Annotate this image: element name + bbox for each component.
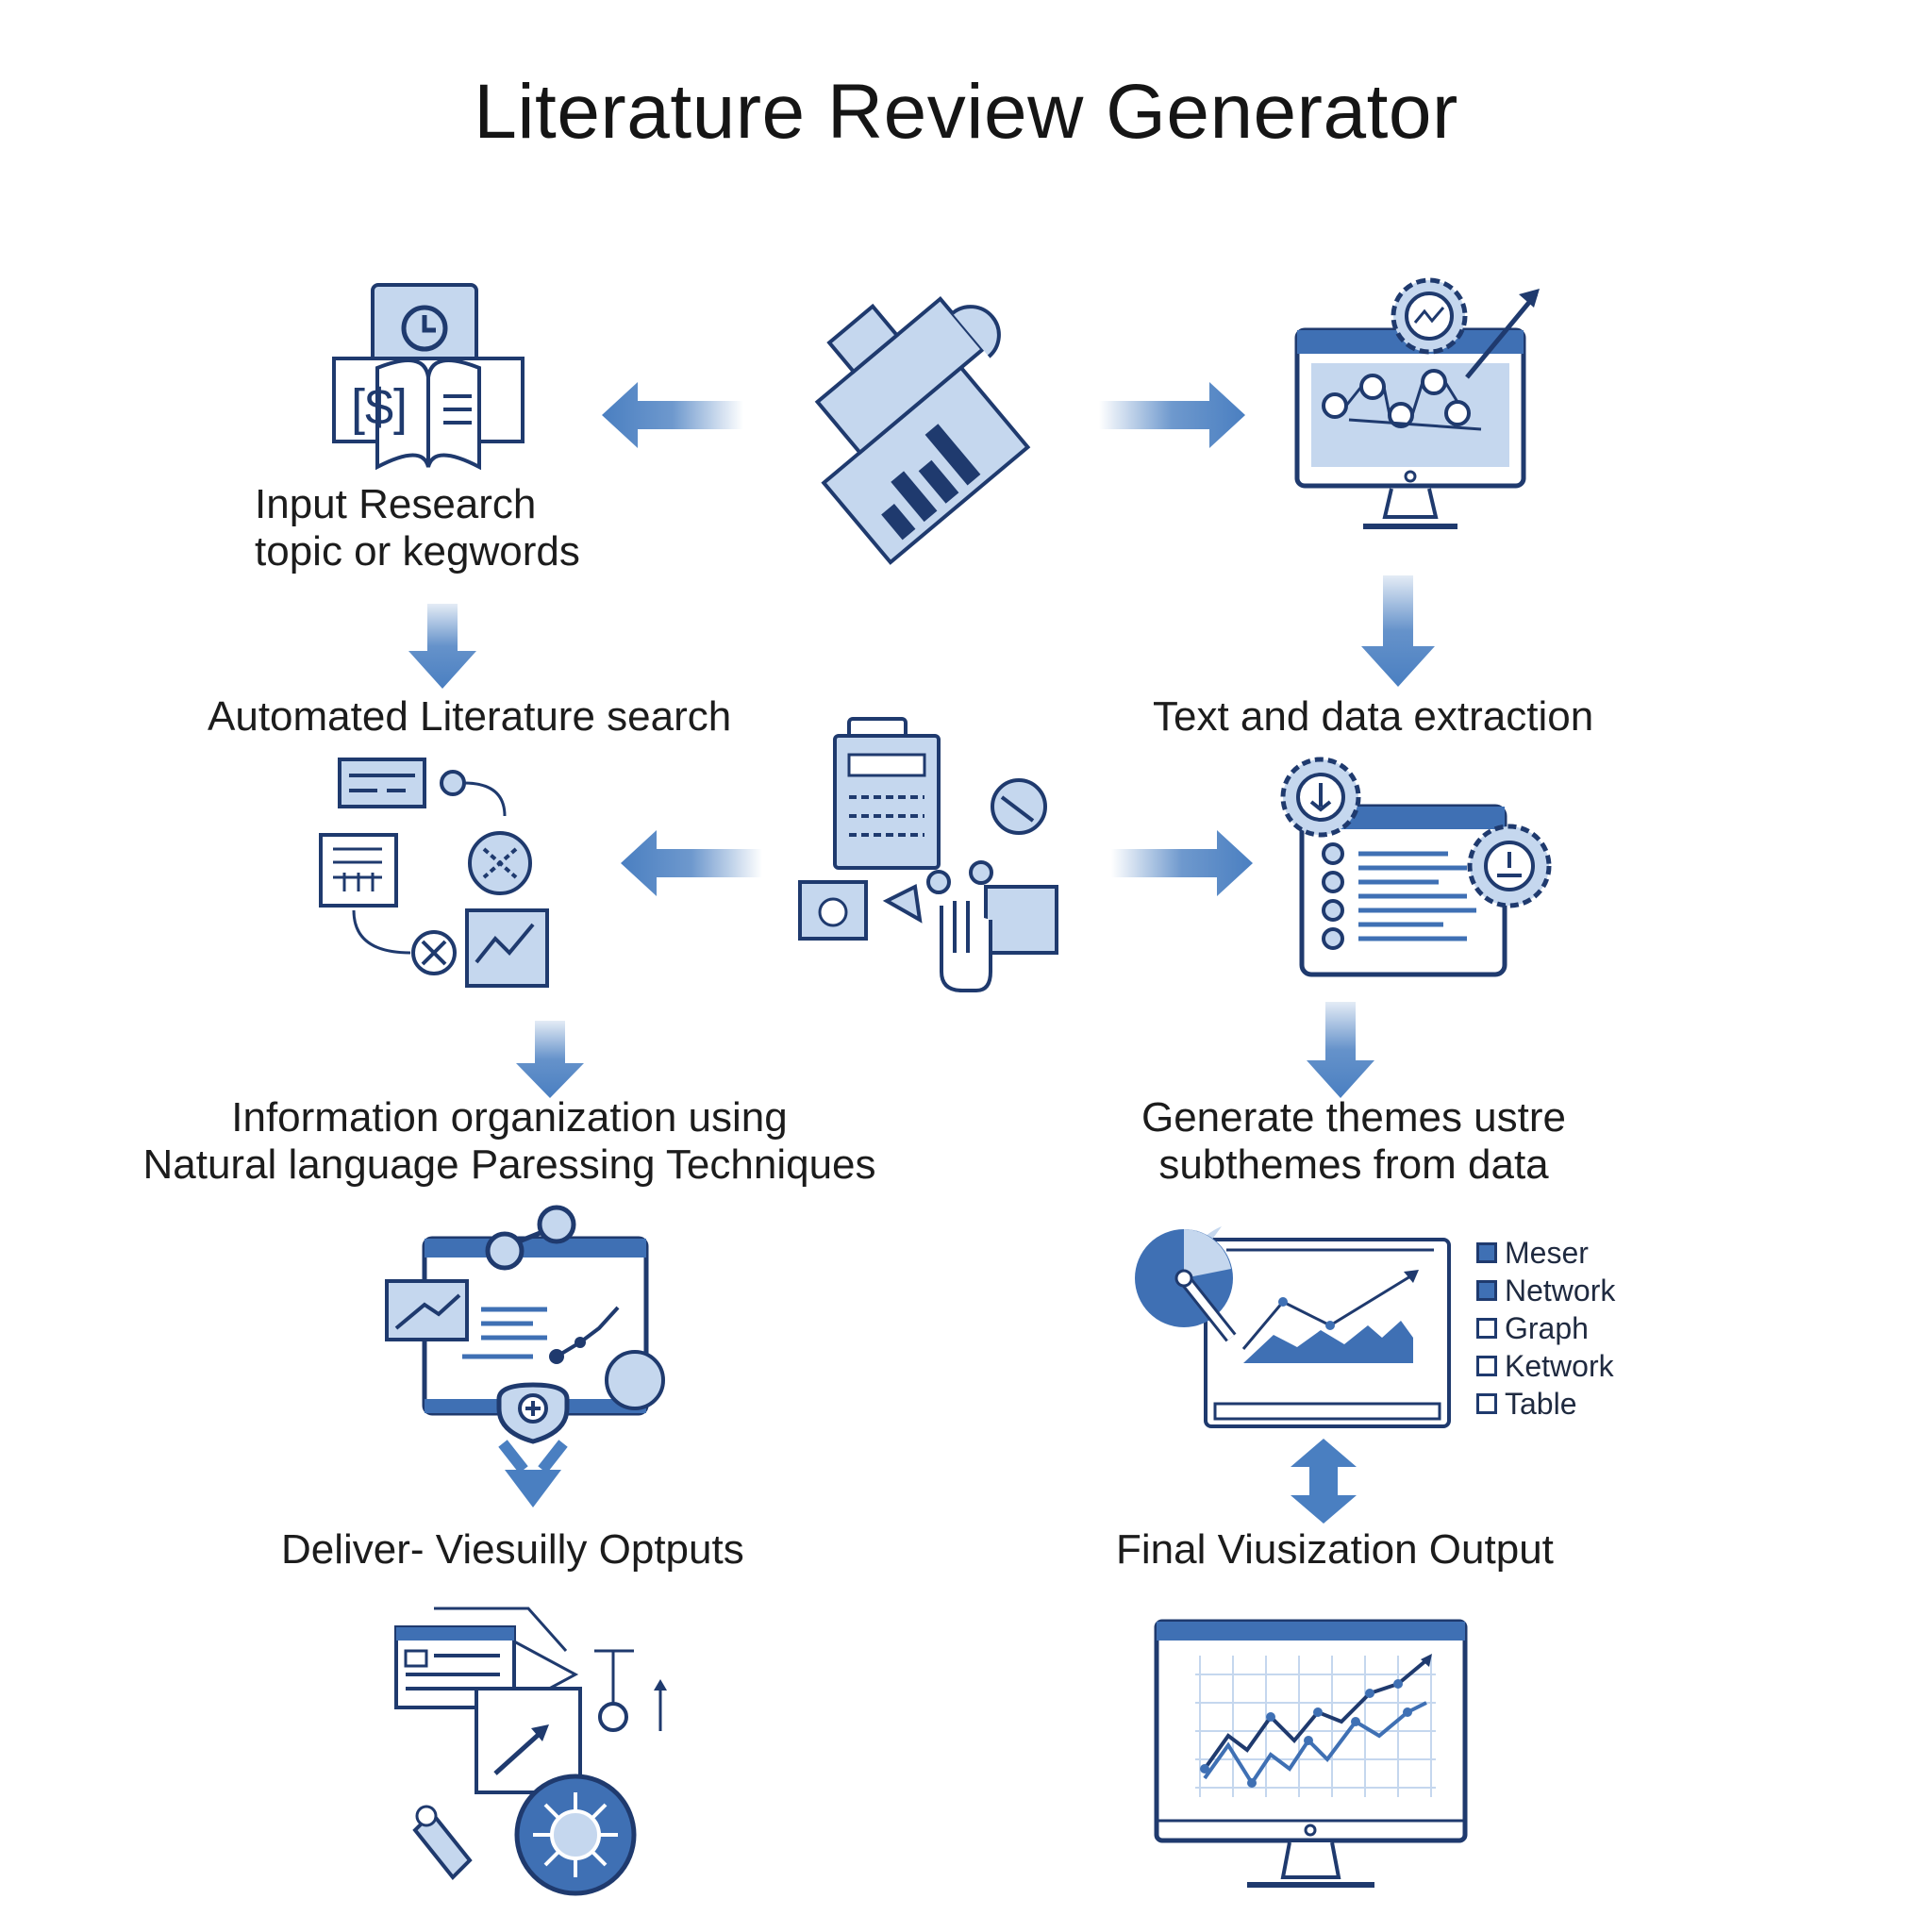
legend-item: Meser [1476, 1234, 1615, 1272]
arrow-right-1 [1099, 382, 1245, 448]
final-visualization-monitor-icon [1154, 1619, 1468, 1888]
legend-item: Graph [1476, 1309, 1615, 1347]
step-final-label: Final Viusization Output [1116, 1526, 1554, 1573]
analytics-puzzle-icon [814, 295, 1031, 565]
svg-text:[$]: [$] [351, 379, 408, 436]
step-search-label: Automated Literature search [208, 693, 732, 740]
extraction-document-icon [1280, 757, 1552, 977]
step-themes-label: Generate themes ustre subthemes from dat… [1141, 1094, 1566, 1188]
legend-item: Table [1476, 1385, 1615, 1423]
book-icon: [$] [332, 283, 525, 471]
arrow-left-1 [602, 382, 743, 448]
step-organization-label: Information organization using Natural l… [142, 1094, 876, 1188]
themes-chart-icon [1135, 1226, 1451, 1428]
arrow-left-2 [621, 830, 762, 896]
nlp-dashboard-icon [385, 1205, 665, 1507]
double-arrow [1291, 1439, 1357, 1524]
data-tools-cluster-icon [798, 717, 1058, 992]
arrow-right-2 [1111, 830, 1253, 896]
legend-swatch [1476, 1318, 1497, 1339]
arrow-down-1 [408, 604, 476, 689]
legend-swatch [1476, 1393, 1497, 1414]
arrow-down-2 [1361, 575, 1435, 687]
search-cluster-icon [319, 758, 549, 988]
page-title: Literature Review Generator [474, 69, 1458, 155]
legend-swatch [1476, 1280, 1497, 1301]
step-deliver-label: Deliver- Viesuilly Optputs [281, 1526, 744, 1573]
legend-swatch [1476, 1242, 1497, 1263]
legend-item: Ketwork [1476, 1347, 1615, 1385]
monitor-network-icon [1294, 277, 1540, 529]
step-extraction-label: Text and data extraction [1153, 693, 1594, 740]
arrow-down-4 [1307, 1002, 1374, 1098]
deliver-outputs-icon [394, 1607, 667, 1896]
legend-swatch [1476, 1356, 1497, 1376]
arrow-down-3 [516, 1021, 584, 1098]
legend-item: Network [1476, 1272, 1615, 1309]
step-input-label: Input Research topic or kegwords [255, 481, 580, 575]
themes-legend: Meser Network Graph Ketwork Table [1476, 1234, 1615, 1423]
